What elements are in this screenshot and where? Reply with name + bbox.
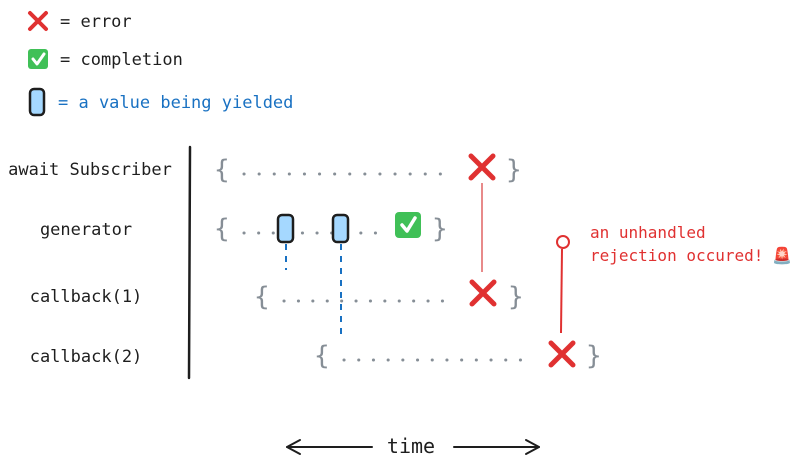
rejection-pointer-line — [560, 248, 563, 334]
connectors — [285, 183, 570, 340]
error-icon — [548, 340, 576, 368]
open-brace: { — [254, 282, 270, 312]
arrow-left-icon — [286, 439, 301, 455]
open-brace: { — [214, 214, 230, 244]
row-label-callback-1: callback(1) — [30, 287, 143, 307]
timeline-callback-1: { } — [254, 279, 524, 312]
timeline-callback-2: { } — [314, 340, 602, 371]
error-icon — [469, 279, 497, 307]
error-icon — [28, 11, 48, 31]
row-label-callback-2: callback(2) — [30, 347, 143, 367]
annotation-line-2: rejection occured! — [590, 246, 763, 265]
yield-value-1 — [276, 213, 295, 244]
checkmark-icon — [395, 212, 421, 238]
row-label-generator: generator — [40, 220, 132, 240]
time-label: time — [387, 434, 435, 458]
yield-value-2 — [331, 213, 350, 244]
rejection-pointer-dot — [556, 235, 570, 249]
separator-line — [187, 145, 192, 380]
timeline-generator: { } — [214, 212, 448, 244]
legend: = error = completion = a value being yie… — [28, 11, 293, 117]
rejection-annotation: an unhandled rejection occured! 🚨 — [590, 223, 792, 265]
legend-yielded-text: = a value being yielded — [58, 93, 293, 113]
arrow-right-icon — [525, 439, 540, 455]
checkmark-icon — [28, 49, 48, 69]
legend-error-text: = error — [60, 12, 132, 32]
close-brace: } — [432, 214, 448, 244]
open-brace: { — [314, 341, 330, 371]
close-brace: } — [586, 341, 602, 371]
row-labels: await Subscriber generator callback(1) c… — [8, 160, 172, 367]
timeline-await-subscriber: { } — [214, 153, 522, 185]
yield-icon — [28, 87, 46, 117]
legend-completion-text: = completion — [60, 50, 183, 70]
close-brace: } — [506, 155, 522, 185]
open-brace: { — [214, 155, 230, 185]
close-brace: } — [508, 282, 524, 312]
annotation-line-1: an unhandled — [590, 223, 706, 242]
alarm-icon: 🚨 — [772, 246, 792, 265]
error-icon — [468, 153, 496, 181]
row-label-await-subscriber: await Subscriber — [8, 160, 172, 180]
time-axis: time — [286, 434, 540, 458]
